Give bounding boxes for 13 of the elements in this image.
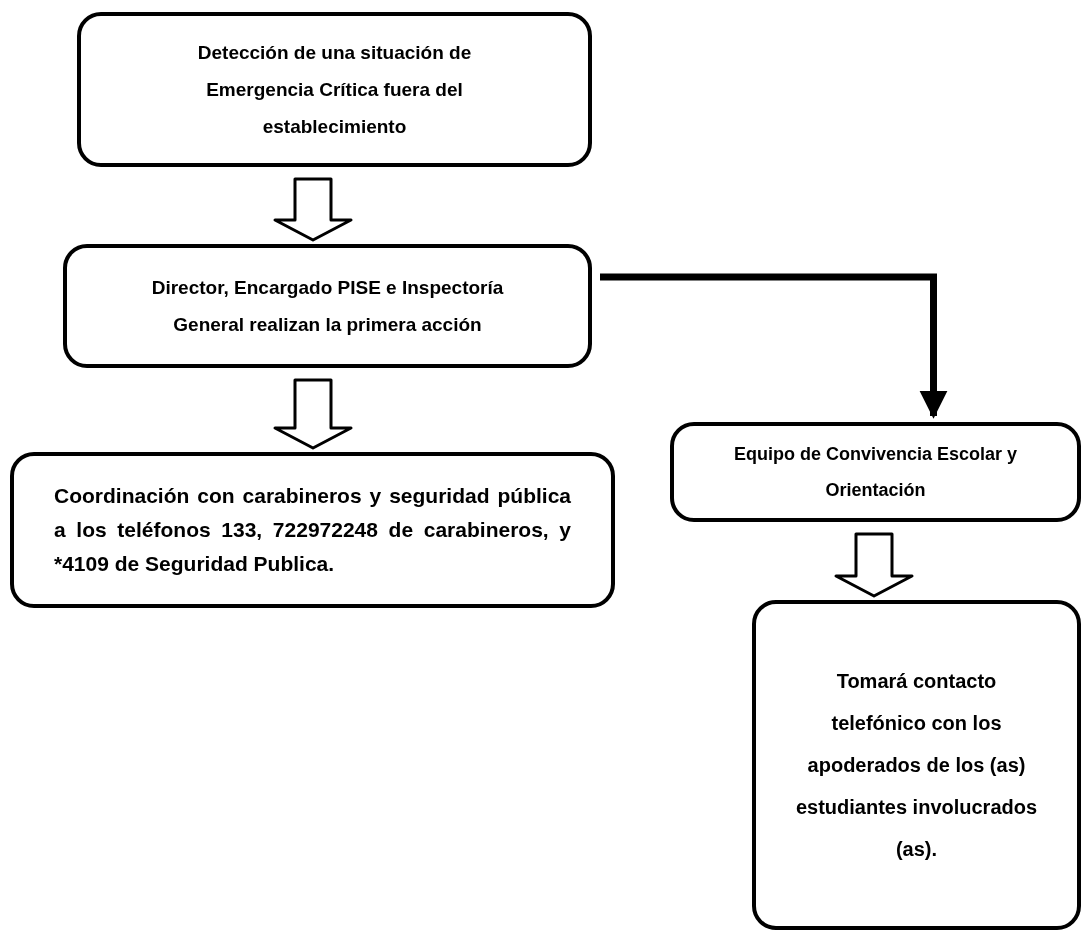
node-text: Detección de una situación de Emergencia Crítica fuera del establecimiento [196,41,473,139]
rounded-process-box [752,600,1081,930]
block-arrow [273,177,353,242]
rounded-process-box [63,244,592,368]
node-text: Tomará contacto telefónico con los apoderados de los (as) estudiantes involucrados (as). [794,669,1039,862]
block-arrow [834,532,914,598]
node-text: Equipo de Convivencia Escolar y Orientación [732,443,1019,502]
rounded-process-box [77,12,592,167]
block-arrow [273,378,353,450]
rounded-process-box [10,452,615,608]
node-text: Director, Encargado PISE e Inspectoría General realizan la primera acción [150,276,505,337]
node-text: Coordinación con carabineros y seguridad pública a los teléfonos 133, 722972248 de carabineros, y *4109 de Seguridad Publica. [54,483,571,577]
rounded-process-box [670,422,1081,522]
